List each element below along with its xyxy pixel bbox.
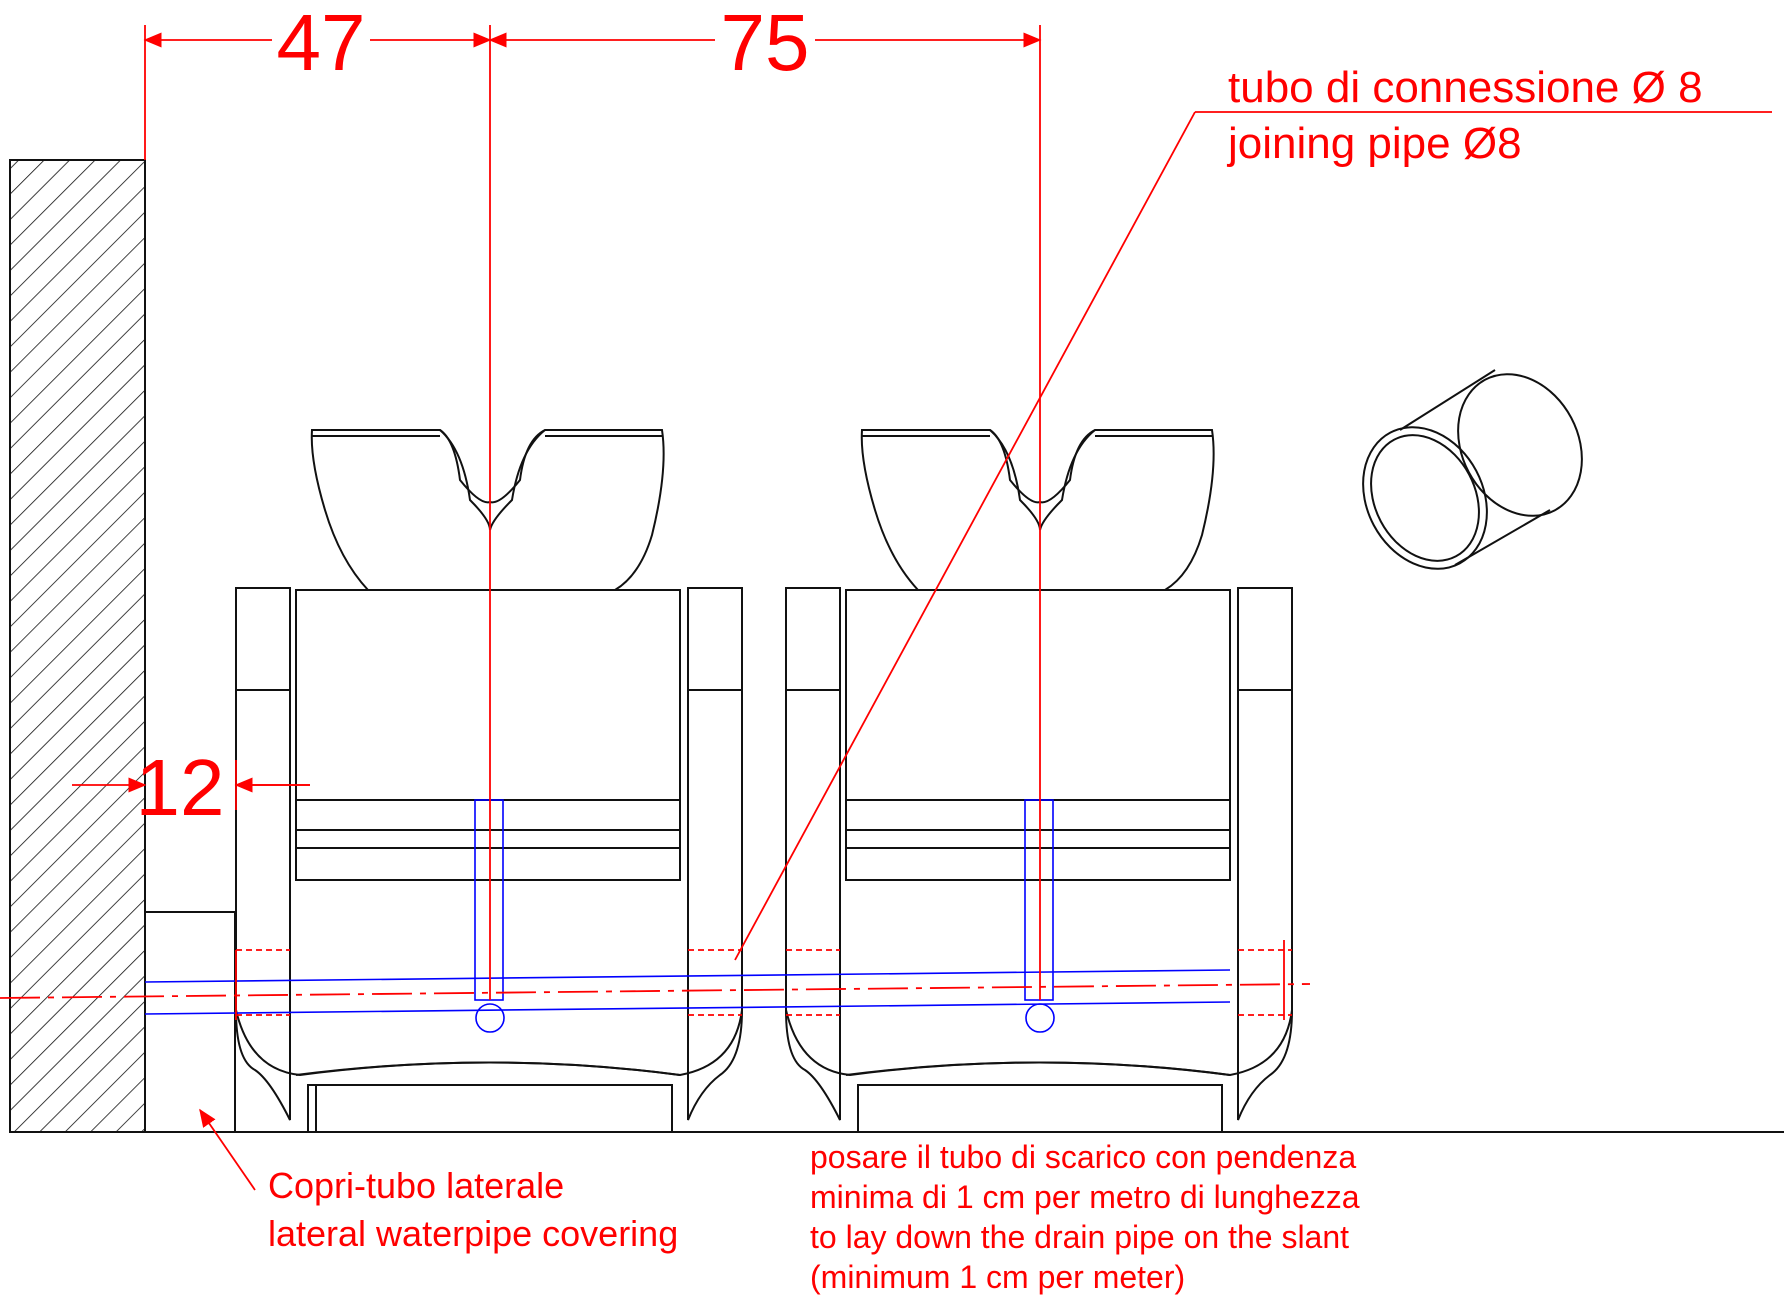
dimension-center: 75 — [488, 0, 1042, 87]
pipe-cover-leader: Copri-tubo laterale lateral waterpipe co… — [199, 1108, 678, 1254]
slope-note-line-1: posare il tubo di scarico con pendenza — [810, 1139, 1356, 1175]
slope-note-line-2: minima di 1 cm per metro di lunghezza — [810, 1179, 1360, 1215]
joining-pipe-leader: tubo di connessione Ø 8 joining pipe Ø8 — [734, 63, 1772, 961]
dimension-47-label: 47 — [277, 0, 366, 87]
slope-note-line-3: to lay down the drain pipe on the slant — [810, 1219, 1349, 1255]
wash-unit-left — [235, 429, 743, 1133]
pipe-cover-note-en: lateral waterpipe covering — [268, 1213, 678, 1254]
drain-pipe — [144, 799, 1231, 1033]
lateral-pipe-cover — [144, 911, 236, 1133]
washbasin-bowl-right — [860, 429, 1215, 591]
joining-pipe-icon — [1362, 369, 1583, 570]
wall — [9, 159, 146, 1133]
pipe-cover-note-it: Copri-tubo laterale — [268, 1165, 564, 1206]
washbasin-bowl-left — [310, 429, 665, 591]
joining-pipe-note-en: joining pipe Ø8 — [1226, 119, 1522, 168]
slope-note-line-4: (minimum 1 cm per meter) — [810, 1259, 1185, 1295]
center-lines — [0, 25, 1311, 1020]
dimension-12-label: 12 — [136, 743, 225, 832]
joining-pipe-note-it: tubo di connessione Ø 8 — [1228, 63, 1703, 112]
slope-notes: posare il tubo di scarico con pendenza m… — [810, 1139, 1360, 1295]
dimension-side: 12 — [72, 743, 310, 832]
dimension-left: 47 — [143, 0, 492, 87]
wash-unit-right — [785, 429, 1293, 1133]
dimension-75-label: 75 — [721, 0, 810, 87]
